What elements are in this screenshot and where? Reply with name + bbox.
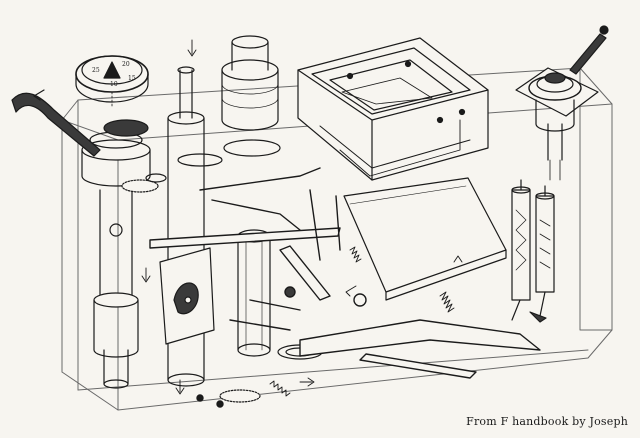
flow-arrow-icon	[345, 285, 357, 297]
source-caption: From F handbook by Joseph	[466, 415, 628, 428]
right-tubes	[511, 179, 555, 323]
curved-lever	[11, 89, 101, 157]
cam-plate	[159, 247, 215, 345]
flow-arrow-icon	[175, 379, 185, 395]
dial-number: 15	[128, 75, 136, 82]
gear-icon	[103, 119, 149, 137]
spring-icon	[439, 291, 455, 313]
spring-icon	[349, 246, 362, 263]
linkages	[149, 167, 541, 408]
dial-number: 10	[110, 81, 118, 88]
flow-arrow-icon	[299, 377, 315, 387]
center-cylinders	[167, 35, 279, 387]
dial-number: 20	[122, 61, 130, 68]
tilted-plate	[343, 177, 507, 301]
hand-crank-icon	[569, 33, 607, 75]
motion-arrows	[141, 39, 463, 395]
flow-arrow-icon	[141, 267, 151, 283]
left-column-shaft	[81, 131, 151, 389]
flow-arrow-icon	[33, 89, 45, 101]
crank-assembly	[515, 25, 609, 181]
flow-arrow-icon	[187, 39, 197, 57]
springs	[269, 246, 455, 397]
dial-number: 25	[92, 67, 100, 74]
flow-arrow-icon	[453, 255, 463, 263]
spring-icon	[269, 380, 291, 397]
calibrated-dial: 25 20 15 10	[75, 55, 149, 109]
upper-frame-assembly	[297, 37, 489, 181]
